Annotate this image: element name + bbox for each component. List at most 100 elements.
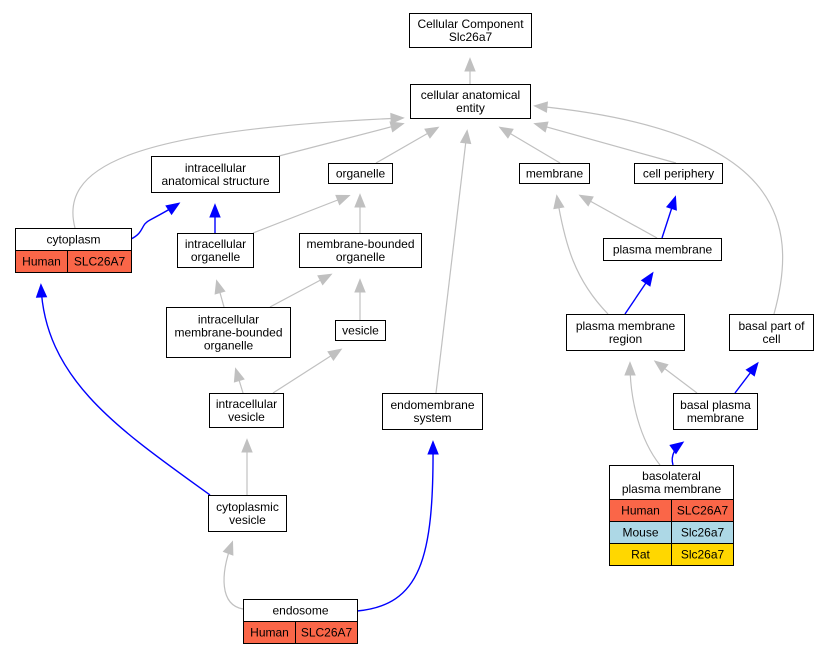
edge-intracellular-membrane-bounded-organelle-to-membrane-bounded-organelle-arrowhead [317, 273, 333, 286]
node-cytoplasmic-vesicle-label-line: vesicle [229, 513, 266, 527]
edge-basal-plasma-membrane-to-basal-part-of-cell [734, 361, 759, 394]
edge-organelle-to-cellular-anatomical-entity-arrowhead [424, 126, 440, 139]
species-label: Rat [631, 548, 650, 562]
edge-cytoplasmic-vesicle-to-intracellular-vesicle [241, 438, 253, 495]
node-cellular-anatomical-entity-box [410, 84, 531, 119]
node-membrane[interactable]: membrane [519, 163, 590, 184]
edge-plasma-membrane-region-to-plasma-membrane [624, 271, 654, 315]
node-plasma-membrane[interactable]: plasma membrane [603, 238, 722, 261]
node-basal-part-of-cell-label-line: cell [762, 332, 780, 346]
node-membrane-box [519, 163, 590, 184]
edge-plasma-membrane-to-membrane-line [580, 195, 658, 239]
gene-label: SLC26A7 [301, 626, 353, 640]
edge-cell-periphery-to-cellular-anatomical-entity [533, 121, 677, 164]
node-plasma-membrane-region-box [566, 314, 685, 351]
edge-membrane-to-cellular-anatomical-entity [498, 126, 561, 164]
edge-plasma-membrane-to-cell-periphery [661, 195, 677, 239]
node-vesicle-label-line: vesicle [342, 324, 379, 338]
edge-cell-periphery-to-cellular-anatomical-entity-arrowhead [533, 121, 549, 133]
node-basolateral-plasma-membrane-box [609, 465, 734, 500]
node-intracellular-organelle-label-line: intracellular [185, 237, 246, 251]
edge-intracellular-membrane-bounded-organelle-to-intracellular-organelle-arrowhead [214, 279, 226, 295]
node-basal-part-of-cell-label-line: basal part of [738, 319, 805, 333]
edge-intracellular-anatomical-structure-to-cellular-anatomical-entity-arrowhead [389, 121, 405, 133]
edge-cellular-anatomical-entity-to-cellular-component [464, 57, 476, 84]
node-cell-periphery[interactable]: cell periphery [634, 163, 723, 184]
node-plasma-membrane-box [603, 238, 722, 261]
edge-intracellular-organelle-to-intracellular-anatomical-structure-arrowhead [209, 203, 221, 218]
node-basal-part-of-cell-box [729, 314, 814, 351]
node-endomembrane-system-label-line: system [413, 411, 451, 425]
node-intracellular-vesicle-box [209, 393, 284, 428]
node-basal-plasma-membrane-label-line: basal plasma [680, 398, 751, 412]
node-vesicle[interactable]: vesicle [335, 320, 386, 341]
edge-endosome-to-endomembrane-system [356, 440, 439, 612]
species-label: Human [22, 255, 61, 269]
node-plasma-membrane-region-label-line: region [609, 332, 642, 346]
node-endomembrane-system-label-line: endomembrane [390, 398, 474, 412]
species-label: Mouse [622, 526, 658, 540]
node-cytoplasm-label-line: cytoplasm [46, 233, 100, 247]
gene-cell [671, 543, 734, 566]
edge-basolateral-plasma-membrane-to-plasma-membrane-region-line [629, 363, 661, 466]
node-intracellular-membrane-bounded-organelle-label-line: membrane-bounded [174, 326, 282, 340]
gene-label: SLC26A7 [677, 504, 729, 518]
node-cellular-component-label-line: Slc26a7 [449, 30, 493, 44]
edge-intracellular-vesicle-to-vesicle [272, 348, 343, 394]
gene-cell [67, 250, 132, 273]
edge-plasma-membrane-to-cell-periphery-arrowhead [665, 195, 677, 211]
node-cellular-anatomical-entity-label-line: entity [456, 101, 485, 115]
node-organelle-box [328, 163, 393, 184]
edge-basolateral-plasma-membrane-to-plasma-membrane-region-arrowhead [624, 361, 636, 376]
node-basal-plasma-membrane-label-line: membrane [687, 411, 745, 425]
edge-plasma-membrane-to-membrane-arrowhead [578, 194, 594, 207]
node-intracellular-membrane-bounded-organelle-label-line: organelle [204, 339, 254, 353]
node-organelle[interactable]: organelle [328, 163, 393, 184]
edge-endosome-to-cytoplasmic-vesicle-arrowhead [222, 540, 234, 556]
edge-cytoplasm-to-cellular-anatomical-entity [72, 112, 405, 229]
edge-cytoplasm-to-cellular-anatomical-entity-arrowhead [390, 112, 405, 125]
node-cytoplasmic-vesicle-label-line: cytoplasmic [216, 500, 279, 514]
edge-basolateral-plasma-membrane-to-plasma-membrane-region [624, 361, 661, 466]
edge-endosome-to-endomembrane-system-line [356, 442, 434, 612]
edge-intracellular-organelle-to-intracellular-anatomical-structure [209, 203, 221, 233]
edge-membrane-to-cellular-anatomical-entity-arrowhead [498, 126, 514, 139]
edge-basolateral-plasma-membrane-to-basal-plasma-membrane-arrowhead [669, 441, 685, 455]
node-membrane-label-line: membrane [526, 167, 584, 181]
node-basolateral-plasma-membrane-label-line: basolateral [642, 469, 701, 483]
node-endosome-label-line: endosome [272, 604, 328, 618]
node-basal-plasma-membrane-box [673, 393, 758, 430]
node-cellular-anatomical-entity-label-line: cellular anatomical [421, 88, 520, 102]
node-cell-periphery-label-line: cell periphery [643, 167, 714, 181]
edge-endomembrane-system-to-cellular-anatomical-entity [435, 129, 472, 394]
edge-intracellular-membrane-bounded-organelle-to-membrane-bounded-organelle [269, 273, 333, 308]
edge-intracellular-vesicle-to-vesicle-line [272, 349, 341, 394]
edge-plasma-membrane-region-to-membrane-arrowhead [553, 194, 565, 210]
node-intracellular-organelle-label-line: organelle [191, 250, 241, 264]
edge-intracellular-organelle-to-organelle-arrowhead [335, 194, 351, 206]
edge-plasma-membrane-region-to-membrane-line [556, 196, 609, 315]
node-intracellular-anatomical-structure-label-line: intracellular [185, 161, 246, 175]
edge-vesicle-to-membrane-bounded-organelle [354, 278, 366, 320]
edge-cytoplasmic-vesicle-to-intracellular-vesicle-arrowhead [241, 438, 253, 453]
edge-membrane-bounded-organelle-to-organelle-arrowhead [354, 193, 366, 208]
node-cellular-component-label-line: Cellular Component [417, 17, 524, 31]
edge-endomembrane-system-to-cellular-anatomical-entity-arrowhead [459, 129, 472, 145]
edge-endomembrane-system-to-cellular-anatomical-entity-line [435, 131, 468, 394]
